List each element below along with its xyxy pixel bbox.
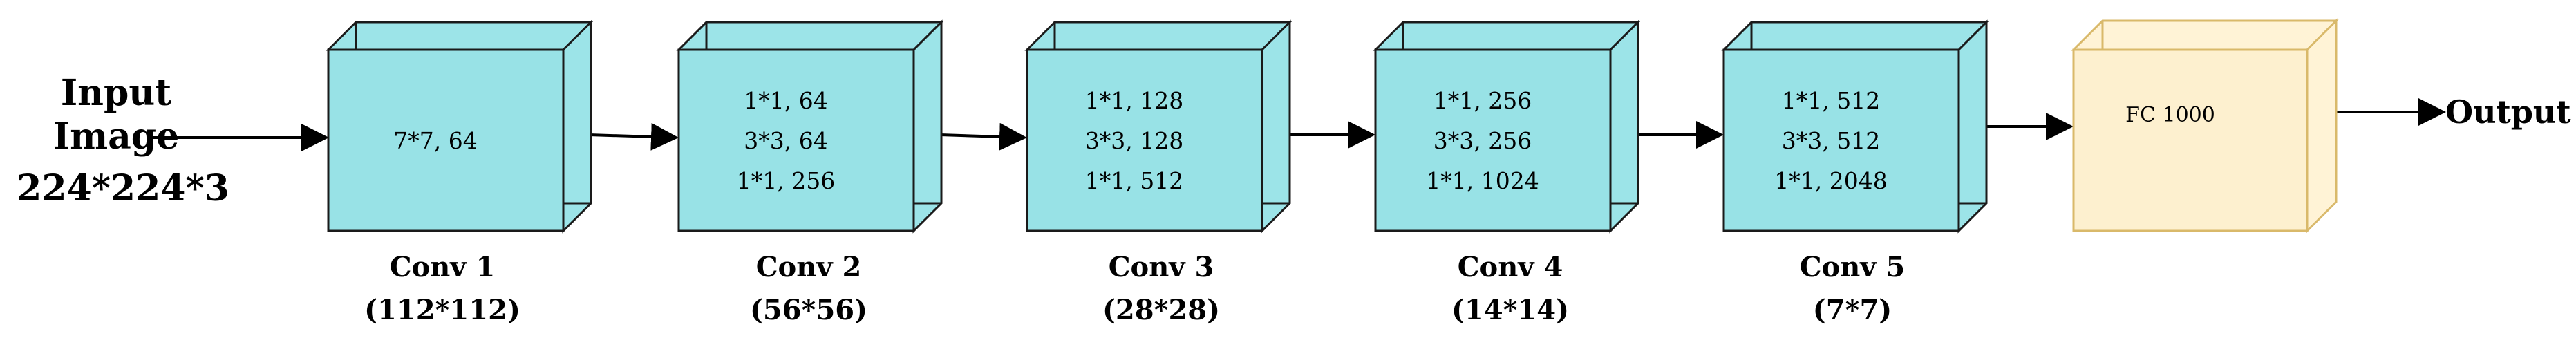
conv2-layer-2: 3*3, 64: [744, 127, 827, 154]
conv5-top-face: [1721, 21, 1989, 51]
conv2-front-face: [677, 48, 915, 232]
conv1-layer-1: 7*7, 64: [393, 127, 477, 154]
conv1-output-size: (112*112): [364, 294, 520, 326]
conv1-top-face: [326, 21, 594, 51]
conv2-top-face: [676, 21, 944, 51]
conv2-output-size: (56*56): [750, 294, 867, 326]
conv3-layer-2: 3*3, 128: [1085, 127, 1183, 154]
input-label-line1: Input: [61, 72, 171, 114]
conv5-side-face: [1957, 19, 1988, 234]
arrow-conv2-to-conv3: [939, 122, 1027, 151]
output-label: Output: [2445, 93, 2571, 131]
conv3-layer-1: 1*1, 128: [1085, 87, 1183, 114]
conv2-layer-3: 1*1, 256: [737, 167, 835, 194]
fc-block-label: FC 1000: [2125, 103, 2215, 127]
fc-block-side-face: [2306, 18, 2338, 234]
conv1-stage-label: Conv 1: [390, 251, 496, 283]
conv4-layer-3: 1*1, 1024: [1426, 167, 1539, 194]
conv5-layer-3: 1*1, 2048: [1774, 167, 1887, 194]
conv5-layer-2: 3*3, 512: [1782, 127, 1880, 154]
conv5-front-face: [1722, 48, 1960, 232]
conv3-layer-3: 1*1, 512: [1085, 167, 1183, 194]
conv1-side-face: [562, 19, 592, 234]
conv3-stage-label: Conv 3: [1109, 251, 1214, 283]
fc-block: FC 1000: [2071, 18, 2339, 234]
arrow-conv1-to-conv2: [588, 122, 679, 151]
conv3-top-face: [1024, 21, 1292, 51]
conv4-side-face: [1609, 19, 1639, 234]
conv4-layer-2: 3*3, 256: [1433, 127, 1532, 154]
conv5-stage-label: Conv 5: [1800, 251, 1906, 283]
input-label-dims: 224*224*3: [17, 167, 229, 209]
conv1-block: 7*7, 64 Conv 1 (112*112): [326, 19, 594, 326]
conv2-stage-label: Conv 2: [756, 251, 862, 283]
conv4-front-face: [1374, 48, 1612, 232]
conv2-side-face: [912, 19, 943, 234]
conv3-side-face: [1261, 19, 1291, 234]
conv3-front-face: [1026, 48, 1263, 232]
fc-block-top-face: [2071, 19, 2339, 51]
conv4-output-size: (14*14): [1451, 294, 1569, 326]
conv2-layer-1: 1*1, 64: [744, 87, 827, 114]
input-label: Input Image 224*224*3: [17, 72, 229, 209]
conv4-stage-label: Conv 4: [1458, 251, 1563, 283]
conv5-layer-1: 1*1, 512: [1782, 87, 1880, 114]
conv1-front-face: [327, 48, 565, 232]
conv5-output-size: (7*7): [1813, 294, 1892, 326]
conv3-output-size: (28*28): [1102, 294, 1220, 326]
conv4-layer-1: 1*1, 256: [1433, 87, 1532, 114]
conv4-top-face: [1373, 21, 1641, 51]
fc-block-front-face: [2072, 48, 2309, 232]
connector-arrows: [151, 98, 2446, 151]
